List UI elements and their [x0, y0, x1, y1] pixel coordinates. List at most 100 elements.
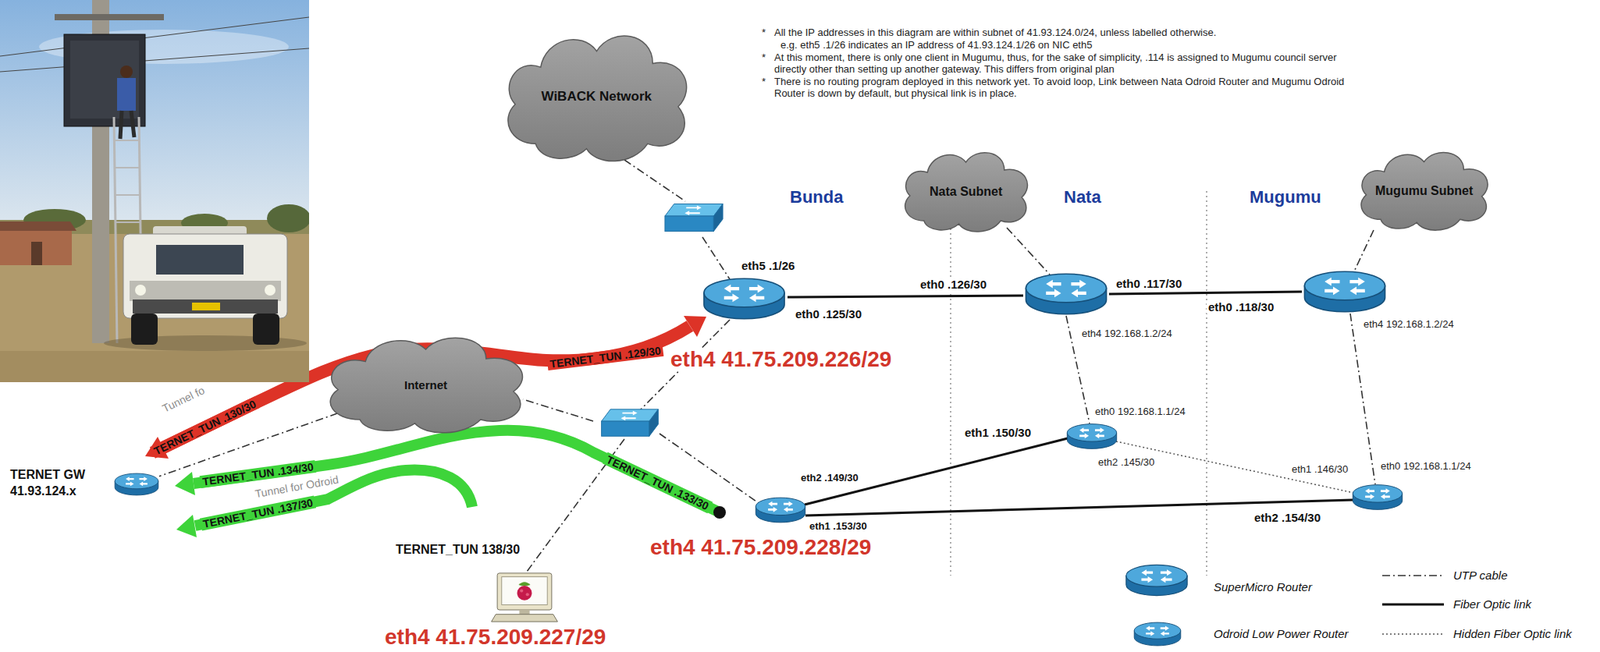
note-text: At this moment, there is only one client… — [774, 51, 1359, 75]
photo-bumper — [132, 299, 278, 314]
utp-cable — [1354, 230, 1374, 272]
photo-rung — [115, 194, 141, 196]
note-text: There is no routing program deployed in … — [774, 75, 1359, 100]
photo-roof — [0, 221, 77, 232]
fiber-links — [787, 291, 1353, 516]
gateway-label: 41.93.124.x — [10, 484, 77, 499]
note-text: All the IP addresses in this diagram are… — [774, 26, 1359, 39]
photo-ladder — [113, 117, 118, 344]
note-text: e.g. eth5 .1/26 indicates an IP address … — [780, 39, 1365, 51]
photo-worker-body — [117, 78, 136, 111]
arrow-head — [176, 515, 197, 538]
utp-cable — [702, 237, 730, 280]
cloud-label: WiBACK Network — [541, 88, 653, 105]
interface-label: eth0 .118/30 — [1206, 300, 1276, 314]
network-cloud: WiBACK Network — [494, 20, 699, 169]
gateway-router: TERNET GW41.93.124.x — [7, 466, 160, 502]
interface-label: eth0 .117/30 — [1114, 277, 1184, 291]
cloud-label: Nata Subnet — [929, 184, 1003, 200]
legend-utp-line — [1382, 575, 1444, 577]
region-divider — [1205, 191, 1207, 576]
switch-icon — [664, 203, 723, 232]
legend-label: Odroid Low Power Router — [1213, 627, 1349, 641]
tunnel-label: TERNET_TUN .137/30 — [199, 496, 316, 532]
photo-worker-leg — [120, 110, 122, 139]
photo-headlight — [135, 284, 146, 296]
cloud-shape — [508, 35, 687, 162]
photo-foreground — [0, 351, 310, 383]
supermicro-router — [704, 278, 785, 320]
utp-cable — [1350, 313, 1376, 485]
photo-wheel — [252, 313, 280, 345]
odroid-router — [755, 497, 805, 523]
cloud-shape — [1361, 152, 1488, 231]
photo-rung — [115, 221, 141, 224]
supermicro-router — [1025, 273, 1106, 315]
region-name: Mugumu — [1249, 187, 1322, 208]
network-cloud: Nata Subnet — [896, 142, 1036, 237]
photo-truck — [123, 234, 288, 319]
photo-plate — [192, 302, 221, 311]
photo-wire — [0, 48, 310, 72]
tunnel-label: TERNET_TUN 138/30 — [395, 543, 520, 558]
router-symbol — [114, 473, 159, 496]
region-dividers — [950, 191, 1207, 576]
router-icon — [113, 472, 160, 498]
photo-sky — [0, 0, 310, 235]
network-cloud: Mugumu Subnet — [1351, 142, 1497, 235]
interface-label: eth0 192.168.1.1/24 — [1379, 460, 1473, 473]
note-bullet: * — [761, 26, 766, 39]
tunnel-end-dot — [713, 506, 726, 520]
gateway-label: TERNET GW — [10, 468, 86, 483]
legend-supermicro-icon — [1126, 565, 1188, 596]
interface-label: eth1 .150/30 — [963, 426, 1033, 440]
photo-grille — [129, 280, 281, 302]
photo-worker-leg — [131, 110, 135, 138]
interface-label: eth0 192.168.1.1/24 — [1093, 405, 1188, 418]
photo-headlight — [264, 284, 276, 296]
arrow-head — [174, 472, 196, 496]
arrow-head — [683, 316, 707, 338]
interface-label: eth2 .145/30 — [1096, 456, 1156, 469]
region-name: Bunda — [789, 187, 843, 208]
legend-label: SuperMicro Router — [1213, 580, 1312, 594]
photo-wire — [0, 17, 310, 57]
photo-crossarm — [54, 14, 164, 21]
cloud-label: Internet — [404, 378, 448, 392]
photo-windshield — [156, 245, 244, 275]
tunnel-label: TERNET_TUN .133/30 — [601, 452, 713, 514]
photo-wheel — [131, 313, 158, 345]
photo-rung — [114, 167, 140, 169]
legend-odroid-icon — [1134, 622, 1181, 647]
legend-fiber-line — [1382, 604, 1444, 607]
odroid-router — [1352, 485, 1402, 511]
switch-icon — [601, 409, 659, 437]
tunnel-label: TERNET_TUN .129/30 — [546, 344, 664, 371]
photo-building — [0, 231, 72, 266]
photo-ground — [0, 222, 310, 383]
public-ip-label: eth4 41.75.209.227/29 — [382, 626, 608, 649]
legend-hidden-line — [1382, 633, 1444, 636]
utp-cable — [1006, 227, 1050, 275]
utp-cable — [522, 399, 594, 422]
photo-door — [31, 241, 43, 266]
photo-tree — [266, 204, 310, 233]
site-photo — [0, 0, 310, 383]
interface-label: eth4 192.168.1.2/24 — [1361, 318, 1456, 331]
region-name: Nata — [1063, 187, 1102, 208]
public-ip-label: eth4 41.75.209.228/29 — [647, 536, 874, 559]
interface-label: eth2 .154/30 — [1252, 511, 1323, 525]
legend-samples — [1126, 565, 1444, 646]
interface-label: eth4 192.168.1.2/24 — [1080, 327, 1174, 340]
tunnel-caption: Tunnel fo — [160, 384, 207, 416]
photo-worker-head — [120, 65, 133, 79]
legend-label: Hidden Fiber Optic link — [1453, 627, 1572, 641]
cloud-shape — [330, 337, 523, 434]
devices — [491, 203, 1403, 623]
utp-cable — [624, 160, 686, 202]
public-ip-label: eth4 41.75.209.226/29 — [668, 348, 894, 371]
network-cloud: Internet — [316, 326, 536, 439]
interface-label: eth1 .153/30 — [807, 520, 869, 533]
cloud-shape — [905, 152, 1028, 232]
